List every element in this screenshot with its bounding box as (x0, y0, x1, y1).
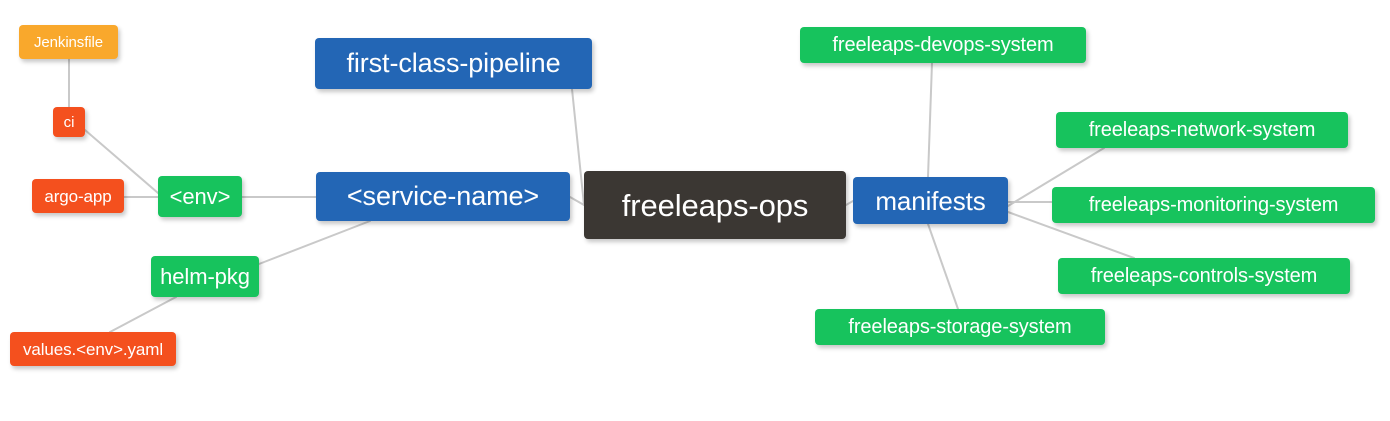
edge-service-name-to-helm-pkg (258, 220, 371, 265)
edge-freeleaps-ops-to-first-class-pipeline (571, 88, 585, 206)
node-freeleaps-network-system[interactable]: freeleaps-network-system (1056, 112, 1348, 148)
node-label-service-name: <service-name> (346, 181, 540, 211)
node-label-freeleaps-monitoring-system: freeleaps-monitoring-system (1088, 194, 1339, 216)
node-label-ci: ci (63, 113, 75, 131)
edge-freeleaps-ops-to-service-name (569, 196, 585, 206)
node-label-freeleaps-controls-system: freeleaps-controls-system (1090, 265, 1318, 287)
node-label-env: <env> (169, 183, 231, 209)
node-freeleaps-devops-system[interactable]: freeleaps-devops-system (800, 27, 1086, 63)
node-label-freeleaps-devops-system: freeleaps-devops-system (832, 34, 1054, 56)
node-first-class-pipeline[interactable]: first-class-pipeline (315, 38, 592, 89)
node-label-freeleaps-ops: freeleaps-ops (621, 187, 809, 223)
node-label-Jenkinsfile: Jenkinsfile (34, 33, 103, 51)
node-label-first-class-pipeline: first-class-pipeline (346, 48, 561, 78)
edge-manifests-to-freeleaps-devops-system (927, 62, 933, 178)
node-helm-pkg[interactable]: helm-pkg (151, 256, 259, 297)
node-label-helm-pkg: helm-pkg (160, 263, 250, 289)
node-label-freeleaps-storage-system: freeleaps-storage-system (848, 316, 1072, 338)
edge-freeleaps-ops-to-manifests (845, 200, 854, 206)
edge-manifests-to-freeleaps-storage-system (927, 223, 959, 310)
node-freeleaps-ops[interactable]: freeleaps-ops (584, 171, 846, 239)
node-freeleaps-monitoring-system[interactable]: freeleaps-monitoring-system (1052, 187, 1375, 223)
node-values-env-yaml[interactable]: values.<env>.yaml (10, 332, 176, 366)
node-Jenkinsfile[interactable]: Jenkinsfile (19, 25, 118, 59)
node-label-manifests: manifests (875, 185, 986, 216)
node-freeleaps-controls-system[interactable]: freeleaps-controls-system (1058, 258, 1350, 294)
edge-helm-pkg-to-values-env-yaml (109, 296, 177, 333)
node-manifests[interactable]: manifests (853, 177, 1008, 224)
node-freeleaps-storage-system[interactable]: freeleaps-storage-system (815, 309, 1105, 345)
node-label-argo-app: argo-app (44, 186, 112, 206)
node-label-freeleaps-network-system: freeleaps-network-system (1088, 119, 1316, 141)
node-env[interactable]: <env> (158, 176, 242, 217)
node-ci[interactable]: ci (53, 107, 85, 137)
node-label-values-env-yaml: values.<env>.yaml (22, 339, 164, 359)
node-argo-app[interactable]: argo-app (32, 179, 124, 213)
node-service-name[interactable]: <service-name> (316, 172, 570, 221)
